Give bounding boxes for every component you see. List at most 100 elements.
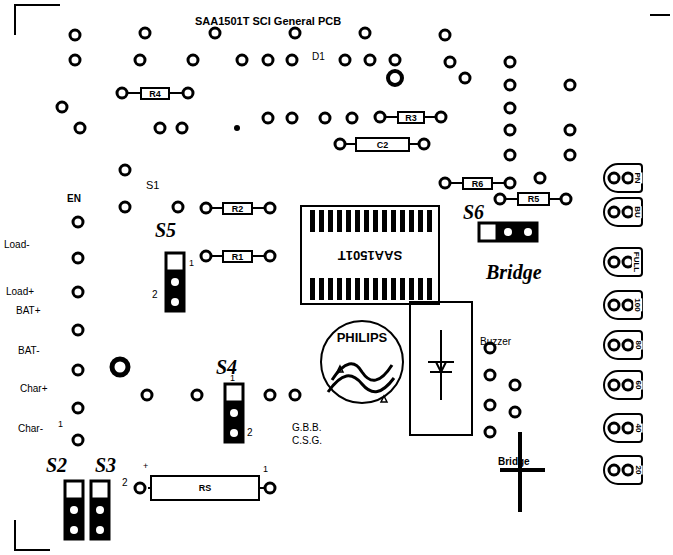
pin-name: Load- [4, 240, 30, 250]
chip-pin [409, 210, 414, 232]
part-label: SAA1501T [302, 248, 438, 263]
corner-mark [15, 520, 50, 550]
chip-pin [319, 278, 324, 300]
chip-pin [427, 278, 432, 300]
solder-pad [340, 55, 350, 65]
ic-package: SAA1501T [300, 205, 440, 305]
chip-pin [391, 210, 396, 232]
solder-pad [73, 217, 83, 227]
jumper-pin1 [226, 385, 242, 401]
jumper-hole [171, 298, 179, 306]
led-pad [623, 173, 633, 183]
solder-pad [263, 113, 273, 123]
pin-name: Char+ [20, 384, 48, 394]
solder-pad [436, 112, 446, 122]
led-pad [609, 465, 619, 475]
solder-pad [117, 88, 127, 98]
solder-pad [375, 112, 385, 122]
solder-pad [265, 251, 275, 261]
switch-label: S5 [155, 220, 176, 240]
part-label: 100 [633, 298, 642, 311]
solder-pad [210, 28, 220, 38]
jumper-hole [230, 429, 238, 437]
pin-number: 2 [122, 478, 128, 488]
solder-pad [177, 123, 187, 133]
part-label: D1 [312, 52, 325, 62]
solder-pad [142, 390, 152, 400]
jumper-hole [171, 278, 179, 286]
jumper-header [64, 480, 84, 540]
solder-pad [57, 102, 67, 112]
solder-pad [75, 123, 85, 133]
led-outline: 100 [603, 290, 643, 320]
chip-pin [418, 210, 423, 232]
jumper-hole [484, 228, 492, 236]
jumper-pin1 [167, 254, 183, 270]
chip-pin [337, 278, 342, 300]
jumper-hole [96, 486, 104, 494]
solder-pad [120, 202, 130, 212]
handwritten-note: Bridge [486, 262, 542, 282]
resistor-symbol: R6 [462, 177, 493, 190]
part-label: R6 [472, 179, 484, 189]
chip-pin [328, 278, 333, 300]
led-pad [623, 423, 633, 433]
pin-name: BAT- [18, 346, 39, 356]
part-label: C2 [377, 140, 389, 150]
resistor-symbol: R4 [140, 87, 170, 100]
jumper-hole [70, 486, 78, 494]
logo-star [337, 366, 387, 402]
solder-pad [70, 30, 80, 40]
led-pad [609, 207, 619, 217]
led-pad [609, 257, 619, 267]
solder-pad [505, 150, 515, 160]
solder-pad [505, 80, 515, 90]
chip-pin [400, 210, 405, 232]
chip-pin [373, 210, 378, 232]
jumper-hole [524, 228, 532, 236]
solder-pad [201, 203, 211, 213]
chip-pin [355, 278, 360, 300]
chip-pin [328, 210, 333, 232]
chip-pin [310, 210, 315, 232]
chip-pin [364, 278, 369, 300]
chip-pin [400, 278, 405, 300]
chip-pin [418, 278, 423, 300]
resistor-symbol: R5 [517, 192, 550, 206]
part-label: R3 [405, 113, 417, 123]
solder-pad [440, 178, 450, 188]
pin-number: 1 [189, 259, 194, 268]
pin-name: Char- [18, 424, 43, 434]
solder-pad [388, 71, 402, 85]
switch-label: S6 [463, 202, 484, 222]
solder-pad [140, 28, 150, 38]
solder-pad [135, 483, 145, 493]
jumper-header [165, 252, 185, 312]
solder-pad [120, 165, 130, 175]
solder-pad [460, 73, 470, 83]
part-label: PHILIPS [322, 330, 402, 345]
switch-label: S3 [95, 455, 116, 475]
solder-pad [155, 123, 165, 133]
chip-pin [382, 210, 387, 232]
led-outline: PN [603, 163, 643, 193]
led-pad [623, 465, 633, 475]
pin-number: 1 [230, 374, 235, 383]
chip-pin [310, 278, 315, 300]
diode-housing [410, 302, 472, 435]
solder-pad [440, 30, 450, 40]
led-pad [623, 380, 633, 390]
solder-pad [265, 203, 275, 213]
corner-mark [15, 5, 60, 35]
solder-pad [192, 390, 202, 400]
led-outline: 80 [603, 330, 643, 360]
led-pad [609, 173, 619, 183]
jumper-hole [230, 389, 238, 397]
solder-pad [173, 202, 183, 212]
designer-initials: C.S.G. [292, 436, 322, 446]
part-label: 60 [634, 381, 643, 390]
pin-name: Load+ [6, 287, 34, 297]
jumper-header [224, 383, 244, 443]
solder-pad [70, 55, 80, 65]
solder-pad [565, 125, 575, 135]
